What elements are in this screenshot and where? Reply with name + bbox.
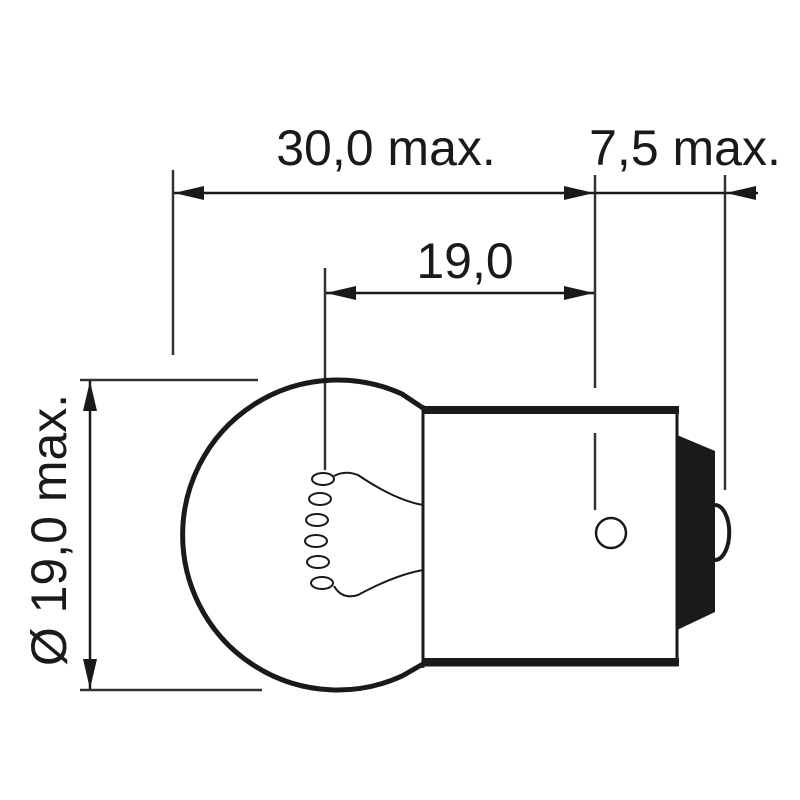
label-overall-length: 30,0 max. [276, 120, 496, 176]
contact-bump [714, 503, 732, 562]
base-shell [421, 406, 679, 667]
bayonet-pin [594, 516, 628, 550]
base-bottom-edge [423, 658, 679, 666]
label-contact-length: 7,5 max. [589, 120, 781, 176]
lead-wire-bottom [333, 569, 424, 598]
filament [304, 471, 424, 598]
extension-lines [80, 170, 727, 692]
label-diameter: Ø 19,0 max. [21, 394, 77, 666]
bulb-glass [180, 377, 425, 693]
base-insulator [677, 435, 715, 630]
label-filament-distance: 19,0 [416, 233, 513, 289]
lead-wire-top [333, 471, 424, 506]
base-top-edge [423, 406, 679, 414]
